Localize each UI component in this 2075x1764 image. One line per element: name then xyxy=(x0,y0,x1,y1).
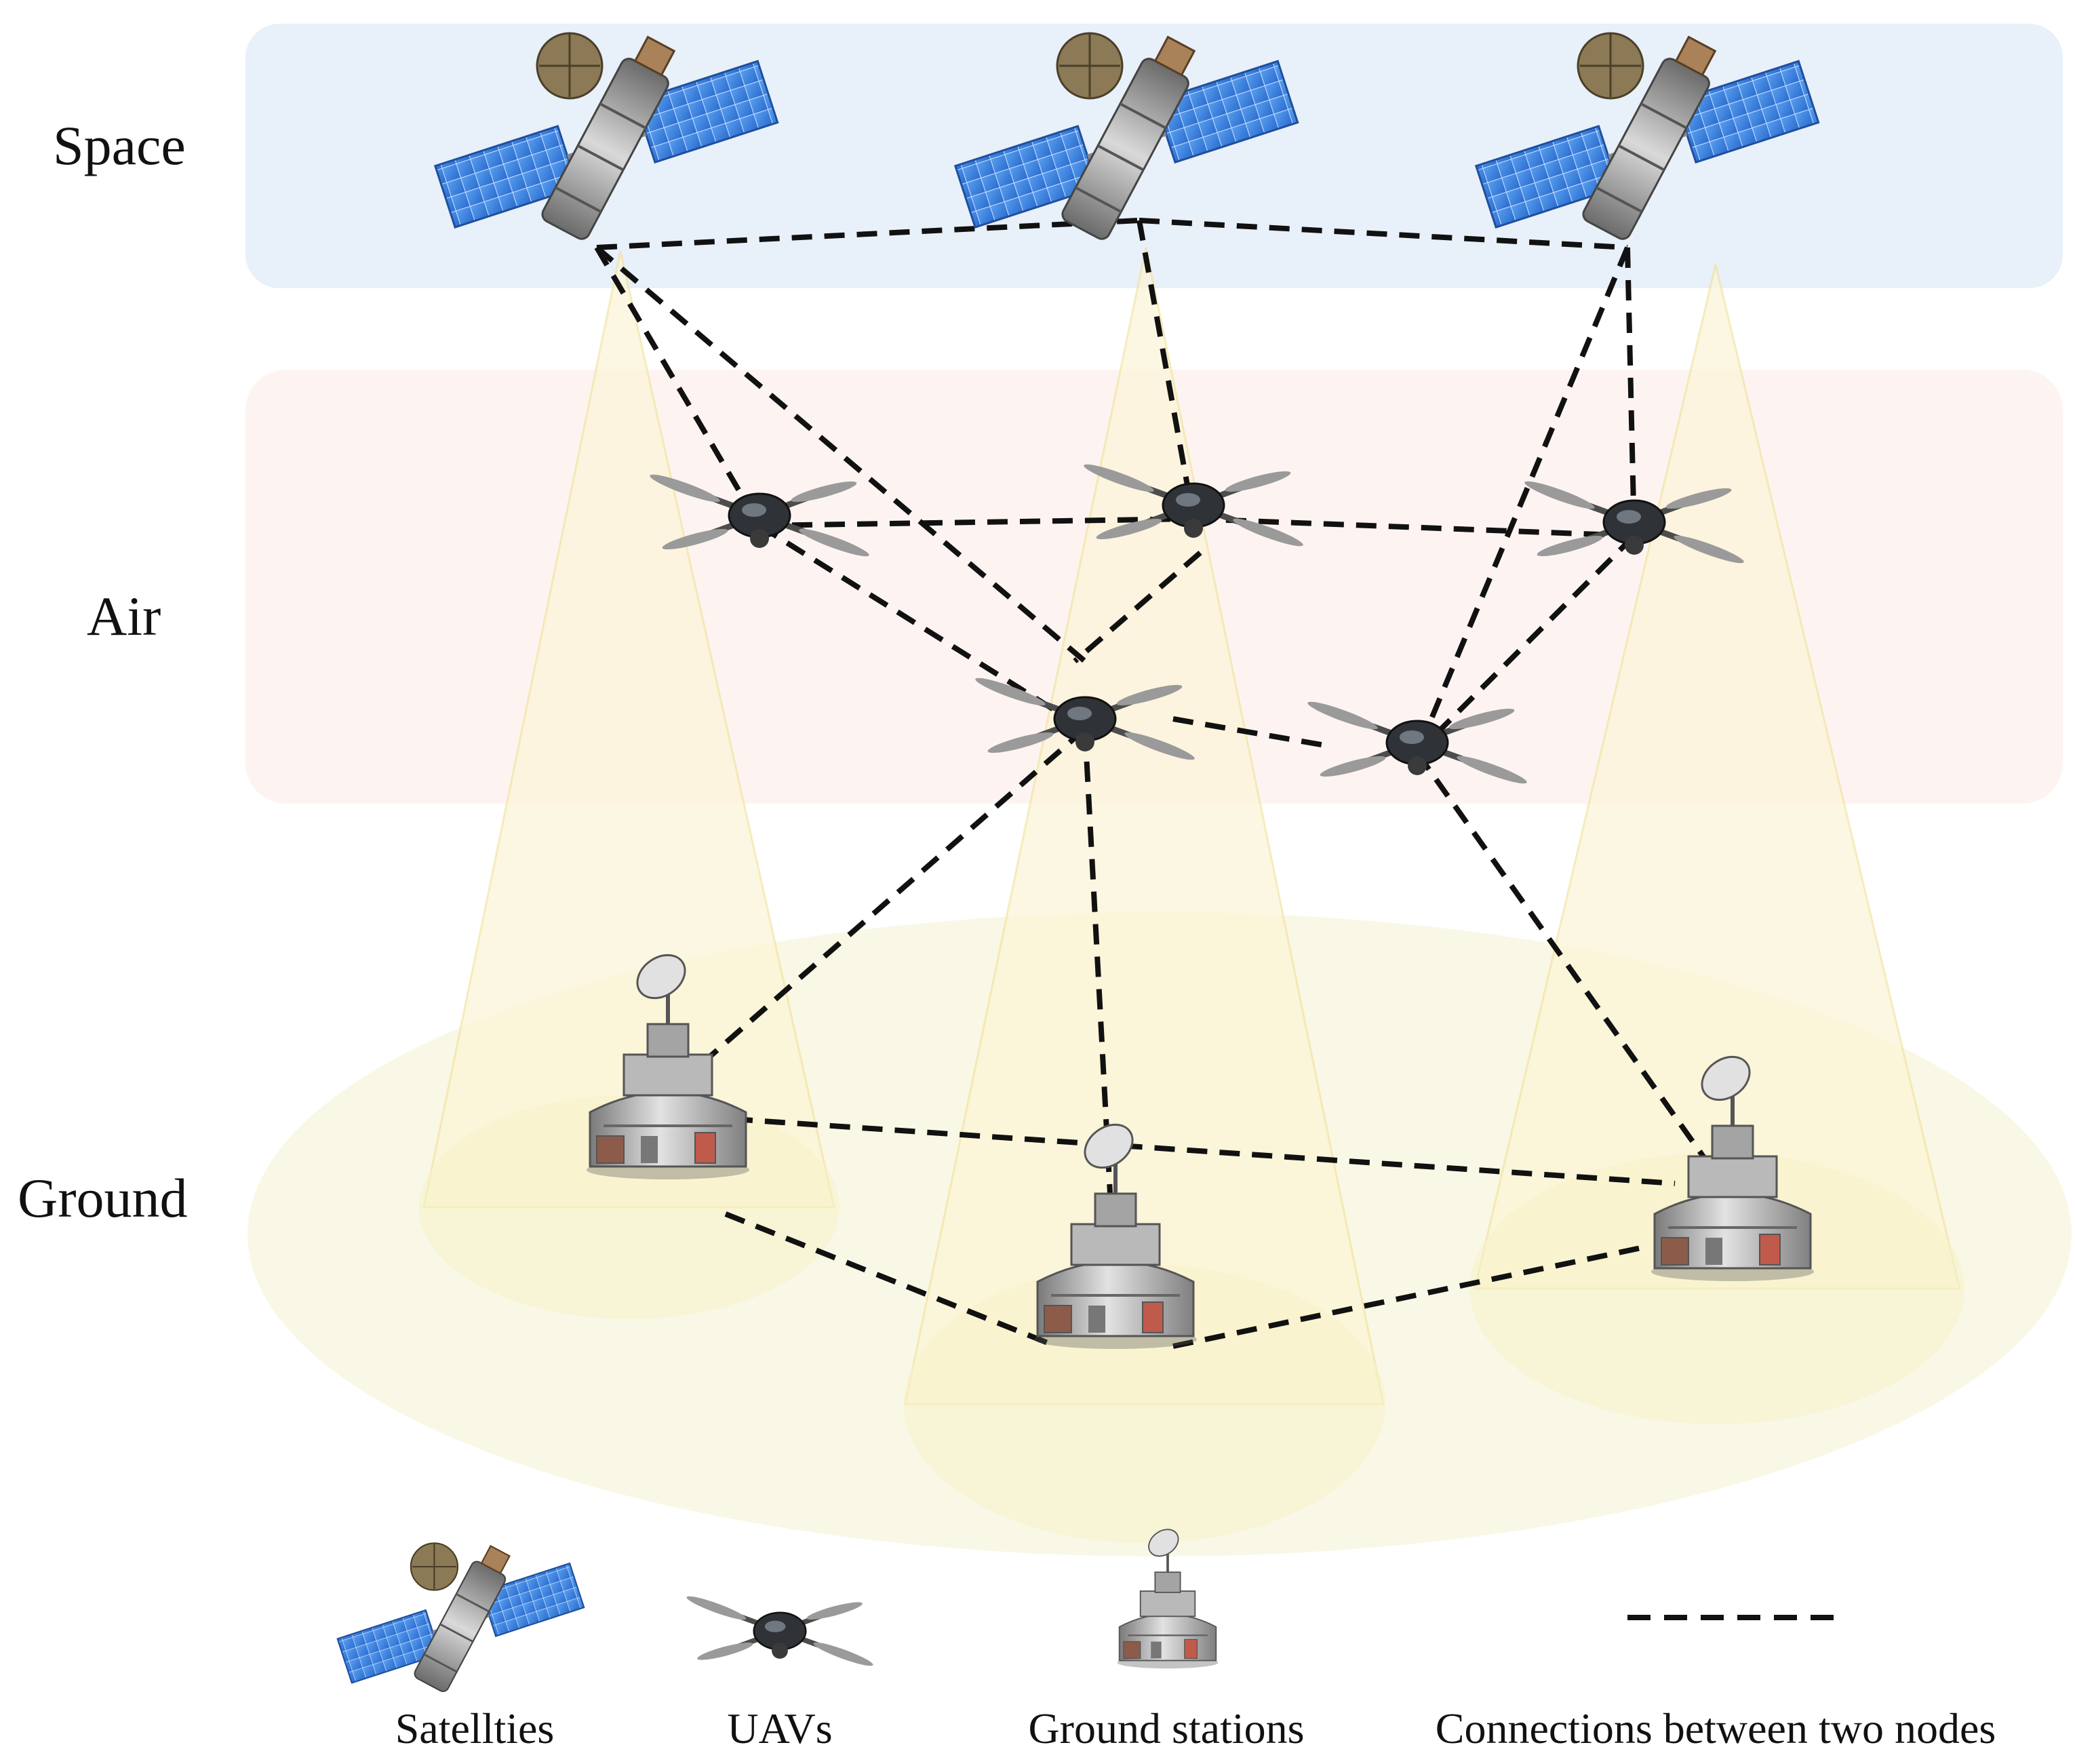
connection-link xyxy=(683,726,1087,1081)
coverage-footprint-2 xyxy=(904,1265,1385,1543)
connection-link xyxy=(1139,218,1628,250)
connection-link xyxy=(1172,1245,1642,1349)
connection-link xyxy=(1415,534,1636,755)
legend-uav-drone-icon xyxy=(685,1593,875,1670)
legend-label-uavs: UAVs xyxy=(727,1704,833,1752)
coverage-footprint-3 xyxy=(1469,1153,1964,1424)
connection-link xyxy=(1073,550,1202,664)
connection-link xyxy=(732,1116,1676,1186)
connection-link xyxy=(1172,716,1330,749)
legend-label-ground-stations: Ground stations xyxy=(1028,1704,1305,1752)
legend-label-satellites: Satellties xyxy=(395,1704,555,1752)
connection-link xyxy=(1415,751,1725,1185)
connection-link xyxy=(759,516,1194,528)
coverage-cones xyxy=(419,247,1964,1543)
connection-link xyxy=(1193,516,1635,538)
connection-link xyxy=(594,246,762,528)
legend-label-connections: Connections between two nodes xyxy=(1435,1704,1996,1752)
connection-link xyxy=(1625,247,1637,536)
connection-link xyxy=(595,245,1087,664)
connection-link xyxy=(1415,246,1630,754)
layer-label-ground: Ground xyxy=(18,1167,188,1229)
connection-link xyxy=(596,218,1140,250)
layer-label-space: Space xyxy=(53,115,186,176)
layer-label-air: Air xyxy=(87,585,161,647)
connection-links xyxy=(594,218,1725,1349)
connection-link xyxy=(1082,728,1115,1232)
connection-link xyxy=(724,1211,1049,1346)
connection-link xyxy=(1137,220,1196,520)
legend-satellite-icon xyxy=(336,1541,585,1695)
